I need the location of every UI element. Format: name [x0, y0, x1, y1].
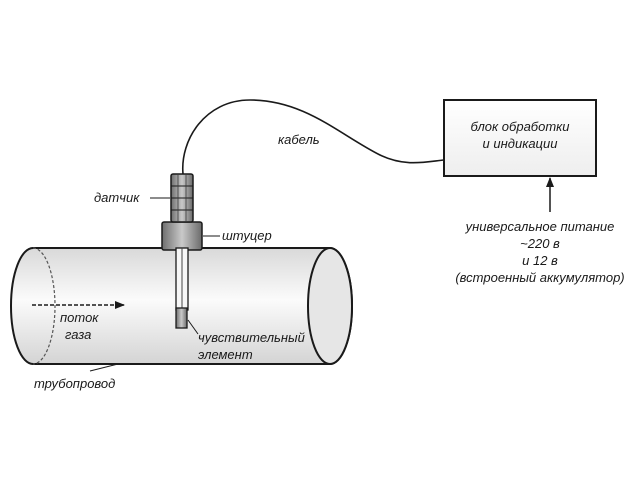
sensitive-element-leader-line: [187, 319, 199, 335]
processing-unit-box: [443, 99, 597, 177]
fitting-body: [161, 221, 203, 251]
gas-flow-label-line1: поток: [60, 310, 99, 325]
power-label-line3: и 12 в: [522, 253, 558, 268]
pipeline-label: трубопровод: [34, 376, 115, 391]
cable-label: кабель: [278, 132, 320, 147]
sensor-label: датчик: [94, 190, 140, 205]
power-label-line4: (встроенный аккумулятор): [455, 270, 624, 285]
power-label-line1: универсальное питание: [465, 219, 615, 234]
fitting-label: штуцер: [222, 228, 272, 243]
power-label-line2: ~220 в: [520, 236, 560, 251]
sensitive-element-label-line2: элемент: [198, 347, 253, 362]
gas-flow-label-line2: газа: [65, 327, 91, 342]
pipeline-leader-line: [89, 363, 119, 372]
pipe-end-opening: [307, 247, 353, 365]
processing-unit-label-line1: блок обработки: [470, 119, 569, 134]
processing-unit-label-line2: и индикации: [483, 136, 558, 151]
sensitive-element-label-line1: чувствительный: [198, 330, 305, 345]
sensitive-element: [175, 307, 188, 329]
pipe-inner-edge: [32, 247, 56, 365]
cable: [182, 99, 445, 175]
